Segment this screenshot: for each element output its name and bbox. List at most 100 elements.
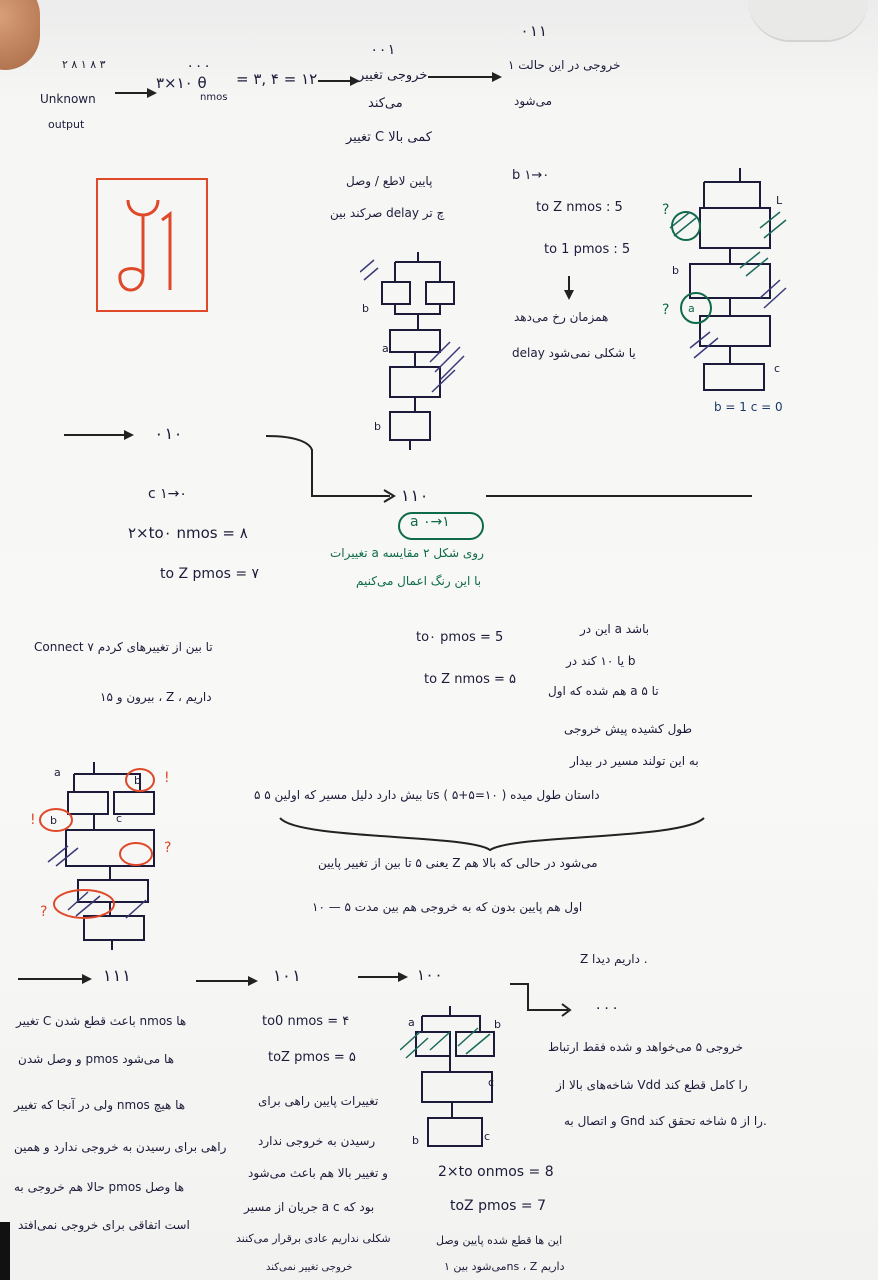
svg-text:a: a xyxy=(408,1016,415,1029)
arrow-2 xyxy=(318,76,360,86)
note-green-2: با این رنگ اعمال می‌کنیم xyxy=(356,574,482,588)
svg-text:a: a xyxy=(688,302,695,315)
note-b16: جریان از مسیر a c بود که xyxy=(244,1200,375,1214)
note-s13: Z داریم دیدا . xyxy=(580,952,648,966)
note-delay: delay یا شکلی نمی‌شود xyxy=(512,346,636,360)
note-s12: اول هم پایین بدون که به خروجی هم بین مدت… xyxy=(312,900,583,914)
connector-110 xyxy=(265,435,752,503)
note-b15: و تغییر بالا هم باعث می‌شود xyxy=(248,1166,388,1180)
note-b25: و اتصال به Gnd را از ۵ شاخه تحقق کند. xyxy=(564,1114,767,1128)
state-110: ۱۱۰ xyxy=(400,486,429,505)
note-b18: خروجی تغییر نمی‌کند xyxy=(266,1262,353,1273)
note-s8: طول کشیده پیش خروجی xyxy=(564,722,693,736)
note-s10: ۵ تا بیش دارد دلیل مسیر که اولین ۵s داست… xyxy=(254,788,600,802)
note-s6: یا ۱۰ کند در b xyxy=(566,654,636,668)
note-001-a: خروجی تغییر xyxy=(358,68,428,83)
svg-text:c: c xyxy=(116,812,122,825)
note-b5: تغییر C باعث قطع شدن nmos ها xyxy=(16,1014,187,1028)
svg-text:!: ! xyxy=(164,770,170,786)
svg-text:b: b xyxy=(50,814,57,827)
state-000: ۰۰۰ xyxy=(186,58,212,74)
svg-text:?: ? xyxy=(40,904,47,920)
note-b10: است اتفاقی برای خروجی نمی‌افتد xyxy=(18,1218,190,1232)
note-c-change: c ۱→۰ xyxy=(148,486,187,502)
note-s9: به این تولند مسیر در بیدار xyxy=(570,754,699,768)
note-b6: و وصل شدن pmos ها می‌شود xyxy=(18,1052,175,1066)
state-100: ۱۰۰ xyxy=(416,966,444,984)
circuit-4: a b c b c xyxy=(400,1006,501,1147)
note-s11: یعنی ۵ تا بین از تغییر پایین Z می‌شود در… xyxy=(318,856,598,870)
state-111: ۱۱۱ xyxy=(102,966,131,985)
state-101: ۱۰۱ xyxy=(272,966,301,985)
cup-photo-artifact xyxy=(748,0,868,42)
note-green-1: تغییرات a روی شکل ۲ مقایسه xyxy=(330,546,484,560)
note-001-e: صرکند بین delay چ تر xyxy=(330,206,445,220)
note-unknown: Unknown xyxy=(40,92,96,106)
note-s5: این در a باشد xyxy=(580,622,650,636)
arrow-101 xyxy=(196,976,258,986)
red-box-label xyxy=(96,178,208,312)
arrow-3 xyxy=(428,72,502,82)
note-b14: رسیدن به خروجی ندارد xyxy=(258,1134,376,1148)
formula-to0-nmos: to0 nmos = ۴ xyxy=(262,1014,350,1029)
formula-010-b: to Z pmos = ۷ xyxy=(160,566,260,582)
state-001: ۰۰۱ xyxy=(370,42,396,58)
svg-text:b: b xyxy=(374,420,381,433)
arrow-100 xyxy=(358,972,408,982)
note-connect-2: بیرون و ۱۵ ، Z ، داریم xyxy=(100,690,212,704)
note-connect: Connect ۷ تا بین از تغییرهای کردم xyxy=(34,640,213,654)
note-001-d: پایین لاطع / وصل xyxy=(346,174,433,188)
note-011-a: خروجی در این حالت ۱ xyxy=(508,58,621,72)
note-to-1-pmos: to 1 pmos : 5 xyxy=(544,242,631,257)
brace xyxy=(279,817,705,852)
svg-text:c: c xyxy=(774,362,780,375)
note-b7: ولی در آنجا که تغییر nmos ها هیچ xyxy=(14,1098,186,1112)
note-output: output xyxy=(48,118,85,131)
red-box-scribble xyxy=(118,199,172,292)
formula-toZ-nmos: to Z nmos = ۵ xyxy=(424,672,516,687)
note-011-b: می‌شود xyxy=(514,94,553,108)
note-b8: راهی برای رسیدن به خروجی ندارد و همین xyxy=(14,1140,227,1154)
note-b-change: b ۱→۰ xyxy=(512,168,550,183)
note-b17: شکلی نداریم عادی برقرار می‌کنند xyxy=(236,1232,391,1245)
svg-text:b: b xyxy=(412,1134,419,1147)
photo-edge-shadow xyxy=(0,1222,10,1280)
note-a-change: a ۰→۱ xyxy=(410,514,450,530)
note-b22: می‌شود بین ۱ns ، Z داریم xyxy=(444,1260,565,1273)
svg-text:?: ? xyxy=(662,302,669,318)
note-b1-c0: b = 1 c = 0 xyxy=(714,400,783,414)
svg-text:!: ! xyxy=(30,812,36,828)
circuit-1: b a b xyxy=(360,252,465,450)
note-b9: حالا هم خروجی به pmos ها وصل xyxy=(14,1180,185,1194)
note-b24: شاخه‌های بالا از Vdd را کامل قطع کند xyxy=(556,1078,748,1092)
svg-text:b: b xyxy=(494,1018,501,1031)
svg-text:b: b xyxy=(672,264,679,277)
arrow-1 xyxy=(115,88,157,98)
green-oval xyxy=(398,512,484,540)
formula-000-result: = ۳, ۴ = ۱۲ xyxy=(236,70,318,88)
circuit-2: ? ? L b a c xyxy=(662,168,787,391)
arrow-000 xyxy=(510,983,572,1017)
formula-000-sub: nmos xyxy=(200,92,228,103)
arrow-down xyxy=(568,276,570,298)
note-to-z-nmos: to Z nmos : 5 xyxy=(536,200,623,215)
svg-text:c: c xyxy=(488,1076,494,1089)
note-b21: این ها قطع شده پایین وصل xyxy=(436,1234,563,1247)
formula-000: ۳×۱۰ θ xyxy=(156,74,207,92)
note-s7: هم شده که اول a تا ۵ xyxy=(548,684,659,698)
svg-text:a: a xyxy=(54,766,61,779)
formula-toZ-pmos-b: toZ pmos = 7 xyxy=(450,1198,547,1214)
state-010: ۰۱۰ xyxy=(154,424,183,443)
formula-toZ-pmos: toZ pmos = ۵ xyxy=(268,1050,356,1065)
formula-2xto-nmos: 2×to onmos = 8 xyxy=(438,1164,554,1180)
note-top-left: ۲ ۸ ۱ ۸ ۳ xyxy=(62,58,106,71)
arrow-010 xyxy=(64,430,134,440)
arrow-111 xyxy=(18,974,92,984)
state-011: ۰۱۱ xyxy=(520,22,548,40)
svg-text:a: a xyxy=(382,342,389,355)
svg-text:?: ? xyxy=(662,202,669,218)
note-001-c: تغییر C کمی بالا xyxy=(346,130,432,145)
state-000-b: ۰۰۰ xyxy=(594,1000,620,1016)
note-b23: خروجی ۵ می‌خواهد و شده فقط ارتباط xyxy=(548,1040,744,1054)
svg-text:b: b xyxy=(134,774,141,787)
